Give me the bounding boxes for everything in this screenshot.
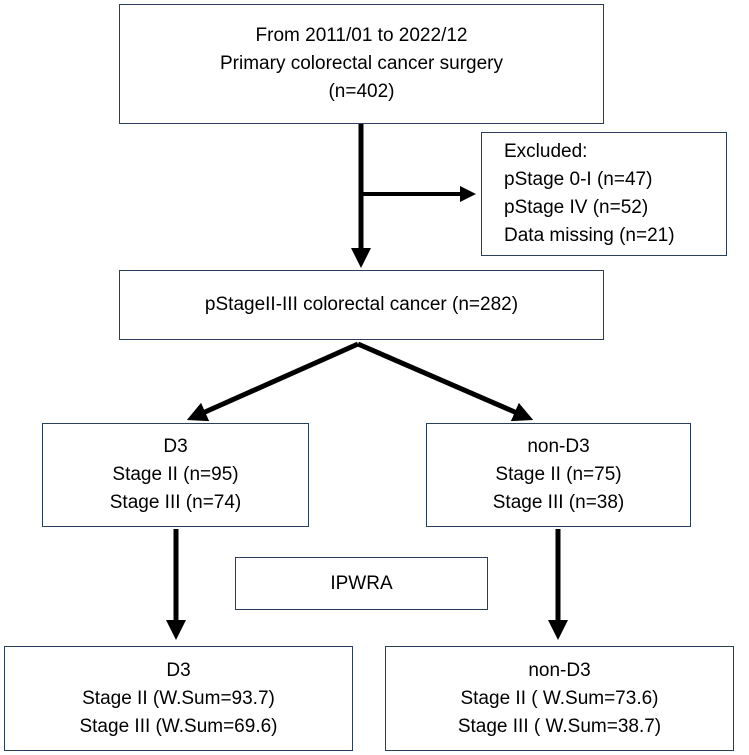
excluded-line-1: pStage 0-I (n=47) xyxy=(504,169,653,190)
non-d3-weighted-stage-2: Stage II ( W.Sum=73.6) xyxy=(460,687,659,709)
non-d3-stage-2: Stage II (n=75) xyxy=(495,464,622,485)
d3-box: D3 Stage II (n=95) Stage III (n=74) xyxy=(42,423,309,527)
d3-weighted-title: D3 xyxy=(166,659,191,681)
excluded-line-3: Data missing (n=21) xyxy=(504,225,675,246)
d3-stage-3: Stage III (n=74) xyxy=(109,492,242,513)
source-line-1: From 2011/01 to 2022/12 xyxy=(255,25,468,46)
arrow-cohort-to-non-d3 xyxy=(357,341,534,422)
source-line-3: (n=402) xyxy=(328,81,395,102)
cohort-line-1: pStageII-III colorectal cancer (n=282) xyxy=(204,294,519,315)
source-line-2: Primary colorectal cancer surgery xyxy=(220,53,503,74)
arrow-cohort-to-d3 xyxy=(186,341,360,422)
source-box: From 2011/01 to 2022/12 Primary colorect… xyxy=(119,4,604,124)
d3-weighted-box: D3 Stage II (W.Sum=93.7) Stage III (W.Su… xyxy=(4,646,353,751)
non-d3-title: non-D3 xyxy=(527,436,590,457)
d3-stage-2: Stage II (n=95) xyxy=(112,464,239,485)
d3-title: D3 xyxy=(163,436,188,457)
ipwra-box: IPWRA xyxy=(235,557,488,610)
cohort-box: pStageII-III colorectal cancer (n=282) xyxy=(119,270,604,340)
non-d3-weighted-box: non-D3 Stage II ( W.Sum=73.6) Stage III … xyxy=(385,646,734,751)
d3-weighted-stage-2: Stage II (W.Sum=93.7) xyxy=(82,687,275,709)
non-d3-weighted-stage-3: Stage III ( W.Sum=38.7) xyxy=(457,715,662,737)
excluded-heading: Excluded: xyxy=(504,141,588,162)
non-d3-stage-3: Stage III (n=38) xyxy=(492,492,625,513)
excluded-line-2: pStage IV (n=52) xyxy=(504,197,649,218)
d3-weighted-stage-3: Stage III (W.Sum=69.6) xyxy=(79,715,278,737)
ipwra-label: IPWRA xyxy=(330,572,393,594)
non-d3-box: non-D3 Stage II (n=75) Stage III (n=38) xyxy=(426,423,691,527)
non-d3-weighted-title: non-D3 xyxy=(528,659,591,681)
excluded-box: Excluded: pStage 0-I (n=47) pStage IV (n… xyxy=(481,132,727,256)
